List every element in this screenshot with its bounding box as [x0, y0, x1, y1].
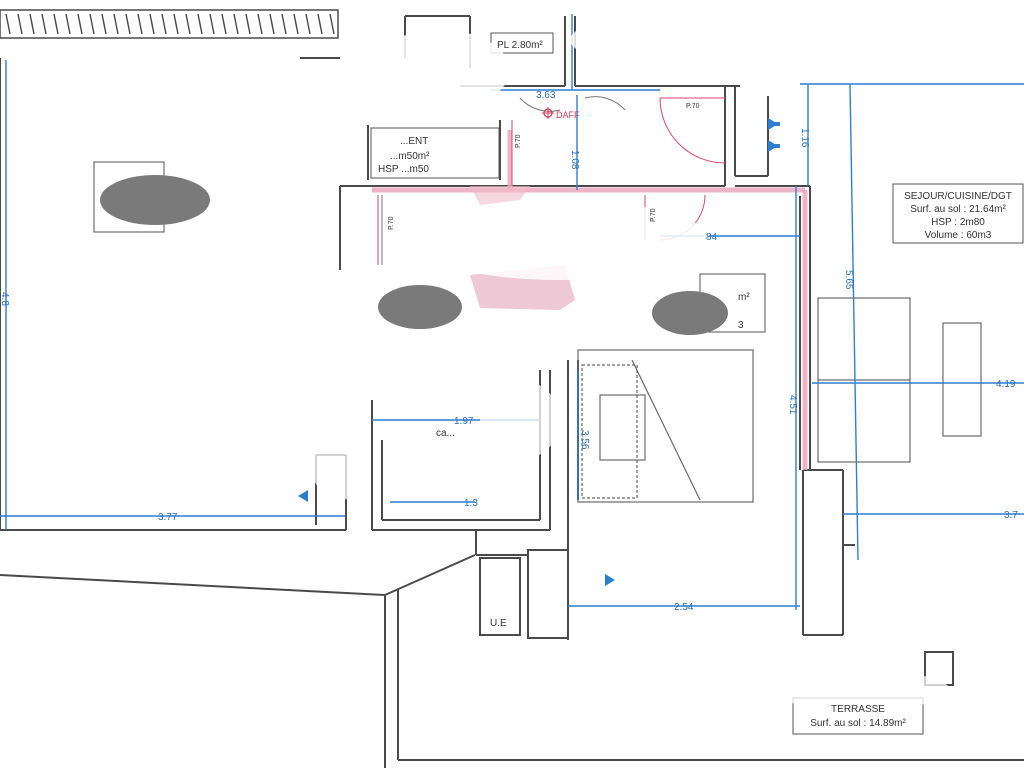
scan-artifacts [100, 10, 1020, 710]
dimension-1-3: 1.3 [464, 498, 478, 509]
door-p70-left: P.70 [388, 216, 395, 230]
terrasse-title: TERRASSE [831, 704, 885, 715]
room2-volume-partial: 3 [738, 320, 744, 331]
rangement-hsp: HSP ...m50 [378, 164, 429, 175]
dimension-4-8: 4.8 [0, 292, 10, 306]
dimension-4-19: 4.19 [996, 379, 1016, 390]
dimension-1-08: 1.08 [569, 150, 580, 170]
sejour-volume: Volume : 60m3 [925, 230, 992, 241]
sejour-title: SEJOUR/CUISINE/DGT [904, 191, 1012, 202]
smoke-detector-icon [542, 107, 554, 119]
top-left-hatched-wall [0, 9, 339, 39]
ue-label: U.E [490, 618, 507, 629]
dimension-1-16: 1.16 [799, 128, 810, 148]
door-p70-entry: P.70 [515, 134, 522, 148]
placard-label: PL 2.80m² [497, 40, 543, 51]
dimension-3-63: 3.63 [536, 90, 556, 101]
dimension-84: 84 [706, 232, 718, 243]
dimension-5-65: 5.65 [843, 270, 854, 290]
sejour-label-box [892, 183, 1024, 244]
dimension-3-7: 3.7 [1004, 510, 1018, 521]
dimension-lines [0, 14, 1024, 610]
dimension-2-54: 2.54 [674, 602, 694, 613]
rangement-title: ...ENT [400, 136, 428, 147]
dimension-3-56: 3.56 [579, 430, 590, 450]
dimension-4-51: 4.51 [787, 395, 798, 415]
bed [581, 359, 701, 501]
daff-label: DAFF [556, 110, 580, 120]
dimension-1-97: 1.97 [454, 416, 474, 427]
room2-surface-partial: m² [738, 292, 750, 303]
terrasse-surface: Surf. au sol : 14.89m² [810, 718, 906, 729]
chambre-label: ca... [436, 428, 455, 439]
door-p70-top: P.70 [686, 103, 700, 110]
dimension-3-77: 3.77 [158, 512, 178, 523]
door-p70-hall: P.70 [650, 208, 657, 222]
rangement-label-box [370, 127, 500, 179]
rangement-surface: ...m50m² [390, 151, 430, 162]
sejour-surface: Surf. au sol : 21.64m² [910, 204, 1006, 215]
airflow-arrows [298, 118, 780, 586]
sejour-hsp: HSP : 2m80 [931, 217, 985, 228]
